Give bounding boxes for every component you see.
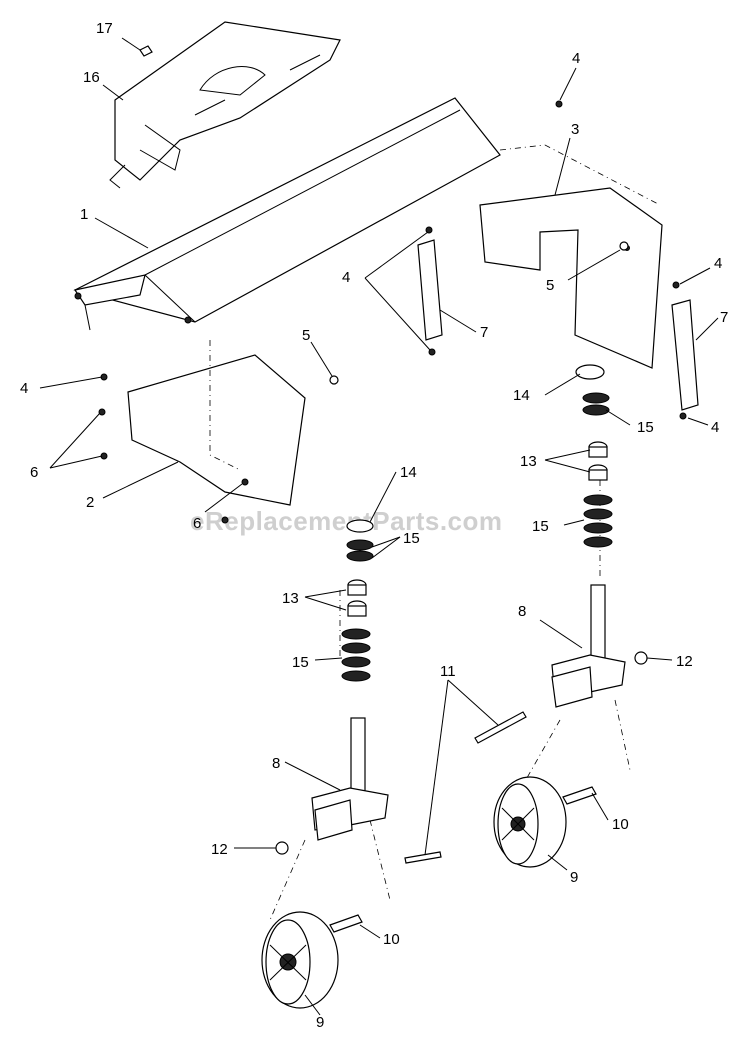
callout-15-right-top: 15 [637, 419, 654, 436]
callout-14-right: 14 [513, 387, 530, 404]
callout-8-left: 8 [272, 755, 280, 772]
callout-5-left: 5 [302, 327, 310, 344]
callout-10-right: 10 [612, 816, 629, 833]
callout-12-left: 12 [211, 841, 228, 858]
watermark-text: eReplacementParts.com [190, 506, 503, 536]
part-16-cover [109, 21, 341, 189]
right-caster-stack [575, 364, 613, 548]
callout-6-left: 6 [30, 464, 38, 481]
callout-17: 17 [96, 20, 113, 37]
fasteners [98, 100, 687, 524]
callout-13-left: 13 [282, 590, 299, 607]
part-9-wheel-left [261, 911, 339, 1009]
callout-4-left: 4 [20, 380, 28, 397]
callout-9-left: 9 [316, 1014, 324, 1031]
part-7-bracket-left [417, 239, 443, 341]
part-1-deck [73, 97, 501, 331]
callout-4-top: 4 [572, 50, 580, 67]
leader-lines [39, 37, 719, 1016]
callout-14-left: 14 [400, 464, 417, 481]
callout-4-right-bottom: 4 [711, 419, 719, 436]
part-9-wheel-right [493, 776, 567, 868]
callout-6-bottom: 6 [193, 515, 201, 532]
part-8-caster-fork-left [311, 717, 389, 841]
callout-4-middle: 4 [342, 269, 350, 286]
part-8-caster-fork-right [551, 584, 626, 708]
callout-15-left-top: 15 [403, 530, 420, 547]
callout-1: 1 [80, 206, 88, 223]
part-2-shield-plate [127, 354, 306, 506]
part-11-bolts [404, 711, 527, 864]
callout-5-right: 5 [546, 277, 554, 294]
callout-10-left: 10 [383, 931, 400, 948]
callout-2: 2 [86, 494, 94, 511]
left-caster-stack [341, 519, 374, 682]
callout-7-right: 7 [720, 309, 728, 326]
callout-12-right: 12 [676, 653, 693, 670]
callout-8-right: 8 [518, 603, 526, 620]
callout-9-right: 9 [570, 869, 578, 886]
callout-4-right-top: 4 [714, 255, 722, 272]
callout-15-right-bottom: 15 [532, 518, 549, 535]
callout-15-left-bottom: 15 [292, 654, 309, 671]
callout-16: 16 [83, 69, 100, 86]
callout-7-left: 7 [480, 324, 488, 341]
callout-13-right: 13 [520, 453, 537, 470]
part-17-screw [139, 45, 153, 57]
callout-11: 11 [440, 663, 456, 680]
part-7-bracket-right [671, 299, 699, 411]
callouts: 17 16 1 4 3 4 4 5 7 7 4 4 5 6 2 6 14 15 … [20, 20, 728, 1031]
part-10-axles [329, 786, 597, 933]
callout-3: 3 [571, 121, 579, 138]
